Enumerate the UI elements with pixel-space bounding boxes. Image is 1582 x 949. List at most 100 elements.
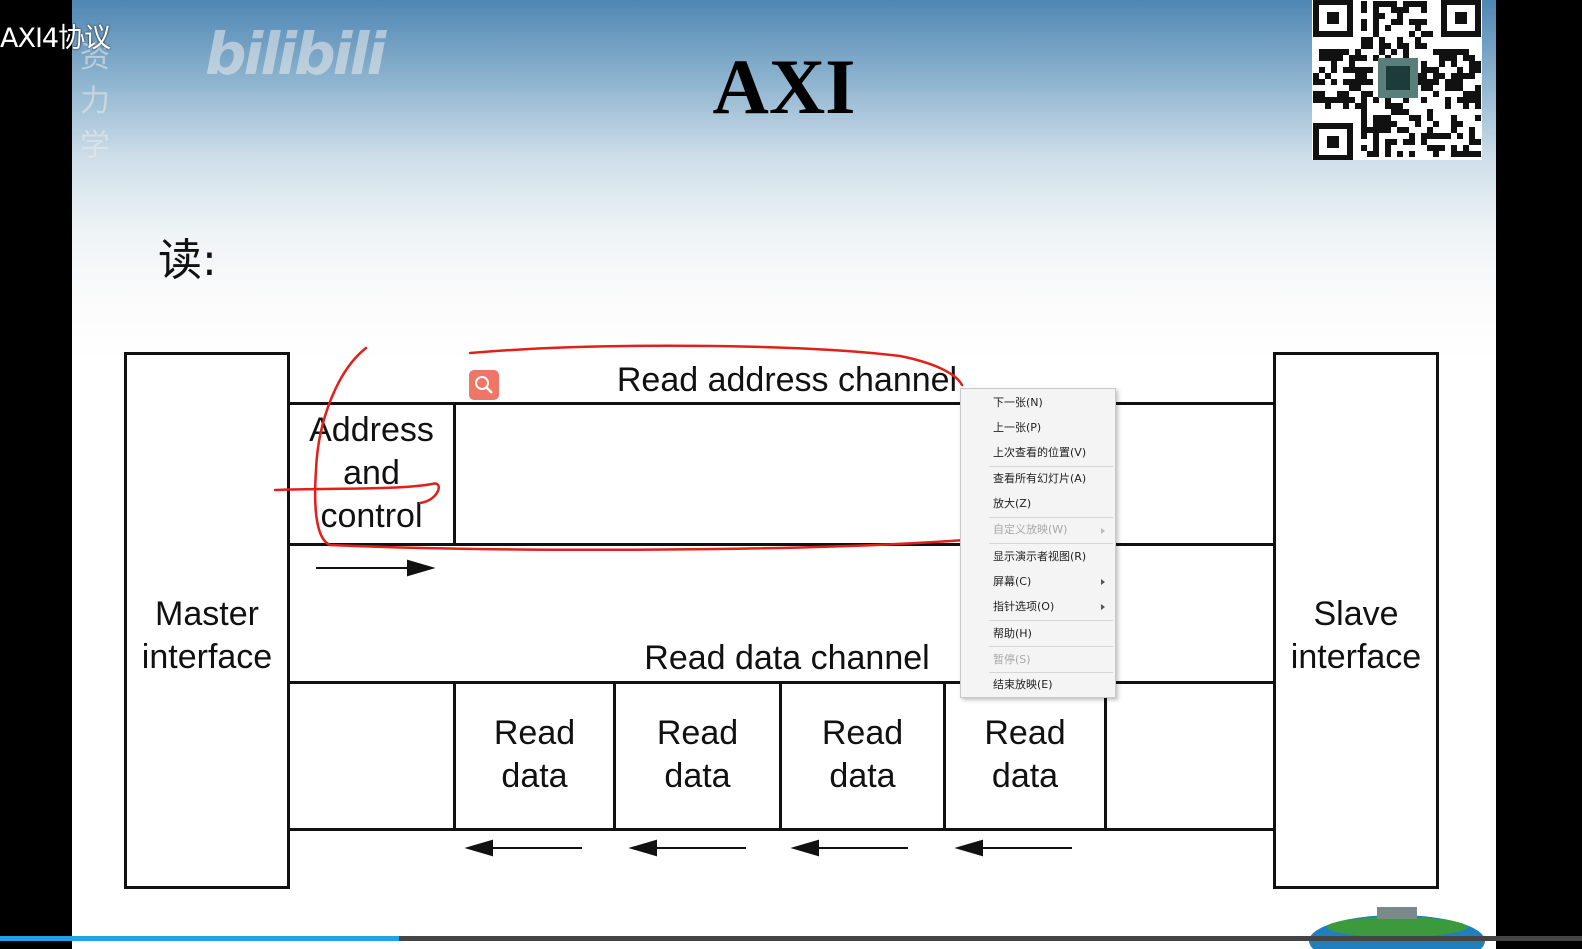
menu-separator	[989, 466, 1113, 467]
qr-code-icon	[1312, 0, 1482, 160]
qr-module	[1355, 79, 1361, 85]
qr-module	[1475, 139, 1481, 145]
qr-module	[1355, 67, 1361, 73]
menu-item-see-all-slides[interactable]: 查看所有幻灯片(A)	[993, 472, 1087, 485]
qr-module	[1385, 25, 1391, 31]
qr-module	[1331, 79, 1337, 85]
menu-item-next[interactable]: 下一张(N)	[993, 396, 1043, 409]
qr-module	[1391, 139, 1397, 145]
video-progress-track[interactable]	[0, 936, 1582, 941]
qr-module	[1403, 139, 1409, 145]
globe-icon	[1309, 907, 1485, 949]
menu-item-screen[interactable]: 屏幕(C)	[993, 575, 1032, 588]
read-data-block: Read data	[782, 712, 943, 798]
qr-module	[1463, 97, 1469, 103]
qr-module	[1361, 121, 1367, 127]
slave-interface-label: Slave interface	[1273, 593, 1439, 679]
qr-module	[1349, 85, 1355, 91]
qr-module	[1439, 145, 1445, 151]
watermark-text: 资力学	[80, 40, 110, 163]
qr-module	[1409, 133, 1415, 139]
qr-module	[1415, 115, 1421, 121]
qr-module	[1373, 139, 1379, 145]
qr-module	[1451, 49, 1457, 55]
qr-module	[1391, 121, 1397, 127]
menu-item-pause: 暂停(S)	[993, 653, 1031, 666]
qr-module	[1469, 55, 1475, 61]
menu-item-presenter-view[interactable]: 显示演示者视图(R)	[993, 550, 1087, 563]
read-data-line-1: Read	[821, 714, 904, 752]
qr-module	[1373, 133, 1379, 139]
qr-module	[1325, 49, 1331, 55]
qr-module	[1373, 55, 1379, 61]
qr-module	[1421, 7, 1427, 13]
qr-module	[1409, 19, 1415, 25]
qr-module	[1361, 109, 1367, 115]
menu-item-end-show[interactable]: 结束放映(E)	[993, 678, 1053, 691]
qr-module	[1361, 91, 1367, 97]
qr-module	[1397, 103, 1403, 109]
qr-module	[1403, 127, 1409, 133]
menu-item-previous[interactable]: 上一张(P)	[993, 421, 1042, 434]
master-interface-box	[124, 352, 290, 889]
read-data-block: Read data	[946, 712, 1104, 798]
qr-module	[1427, 79, 1433, 85]
qr-module	[1463, 145, 1469, 151]
qr-module	[1445, 133, 1451, 139]
qr-module	[1445, 55, 1451, 61]
qr-module	[1385, 103, 1391, 109]
qr-module	[1421, 61, 1427, 67]
qr-module	[1331, 55, 1337, 61]
qr-module	[1403, 49, 1409, 55]
qr-module	[1475, 61, 1481, 67]
qr-module	[1373, 127, 1379, 133]
qr-module	[1361, 1, 1367, 7]
qr-module	[1379, 115, 1385, 121]
search-icon[interactable]	[469, 370, 499, 400]
qr-module	[1457, 97, 1463, 103]
qr-module	[1445, 97, 1451, 103]
slave-interface-box	[1273, 352, 1439, 889]
qr-module	[1457, 79, 1463, 85]
qr-module	[1475, 85, 1481, 91]
qr-module	[1469, 151, 1475, 157]
menu-item-zoom-in[interactable]: 放大(Z)	[993, 497, 1032, 510]
qr-module	[1397, 7, 1403, 13]
qr-module	[1427, 85, 1433, 91]
qr-module	[1439, 61, 1445, 67]
video-title: AXI4协议	[0, 23, 111, 54]
qr-module	[1373, 97, 1379, 103]
read-data-line-2: data	[829, 757, 896, 795]
slideshow-context-menu: 下一张(N) 上一张(P) 上次查看的位置(V) 查看所有幻灯片(A) 放大(Z…	[960, 388, 1116, 698]
qr-module	[1391, 19, 1397, 25]
qr-module	[1469, 133, 1475, 139]
qr-module	[1355, 73, 1361, 79]
qr-module	[1475, 151, 1481, 157]
menu-item-last-viewed[interactable]: 上次查看的位置(V)	[993, 446, 1087, 459]
qr-module	[1349, 55, 1355, 61]
flow-arrows	[316, 559, 1072, 857]
qr-module	[1415, 19, 1421, 25]
qr-module	[1361, 43, 1367, 49]
qr-module	[1343, 103, 1349, 109]
read-data-block: Read data	[616, 712, 779, 798]
qr-module	[1313, 91, 1319, 97]
qr-module	[1421, 139, 1427, 145]
qr-module	[1451, 55, 1457, 61]
qr-module	[1385, 97, 1391, 103]
qr-module	[1367, 127, 1373, 133]
data-flow-arrowhead	[954, 839, 983, 857]
master-label-line-2: interface	[141, 638, 273, 676]
qr-module	[1367, 79, 1373, 85]
menu-item-help[interactable]: 帮助(H)	[993, 627, 1032, 640]
menu-item-pointer-options[interactable]: 指针选项(O)	[993, 600, 1055, 613]
qr-module	[1409, 31, 1415, 37]
qr-module	[1349, 61, 1355, 67]
read-data-line-2: data	[991, 757, 1059, 795]
qr-module	[1355, 103, 1361, 109]
qr-module	[1469, 73, 1475, 79]
qr-module	[1433, 79, 1439, 85]
qr-module	[1469, 139, 1475, 145]
data-divider-3	[779, 681, 782, 831]
qr-module	[1373, 13, 1379, 19]
